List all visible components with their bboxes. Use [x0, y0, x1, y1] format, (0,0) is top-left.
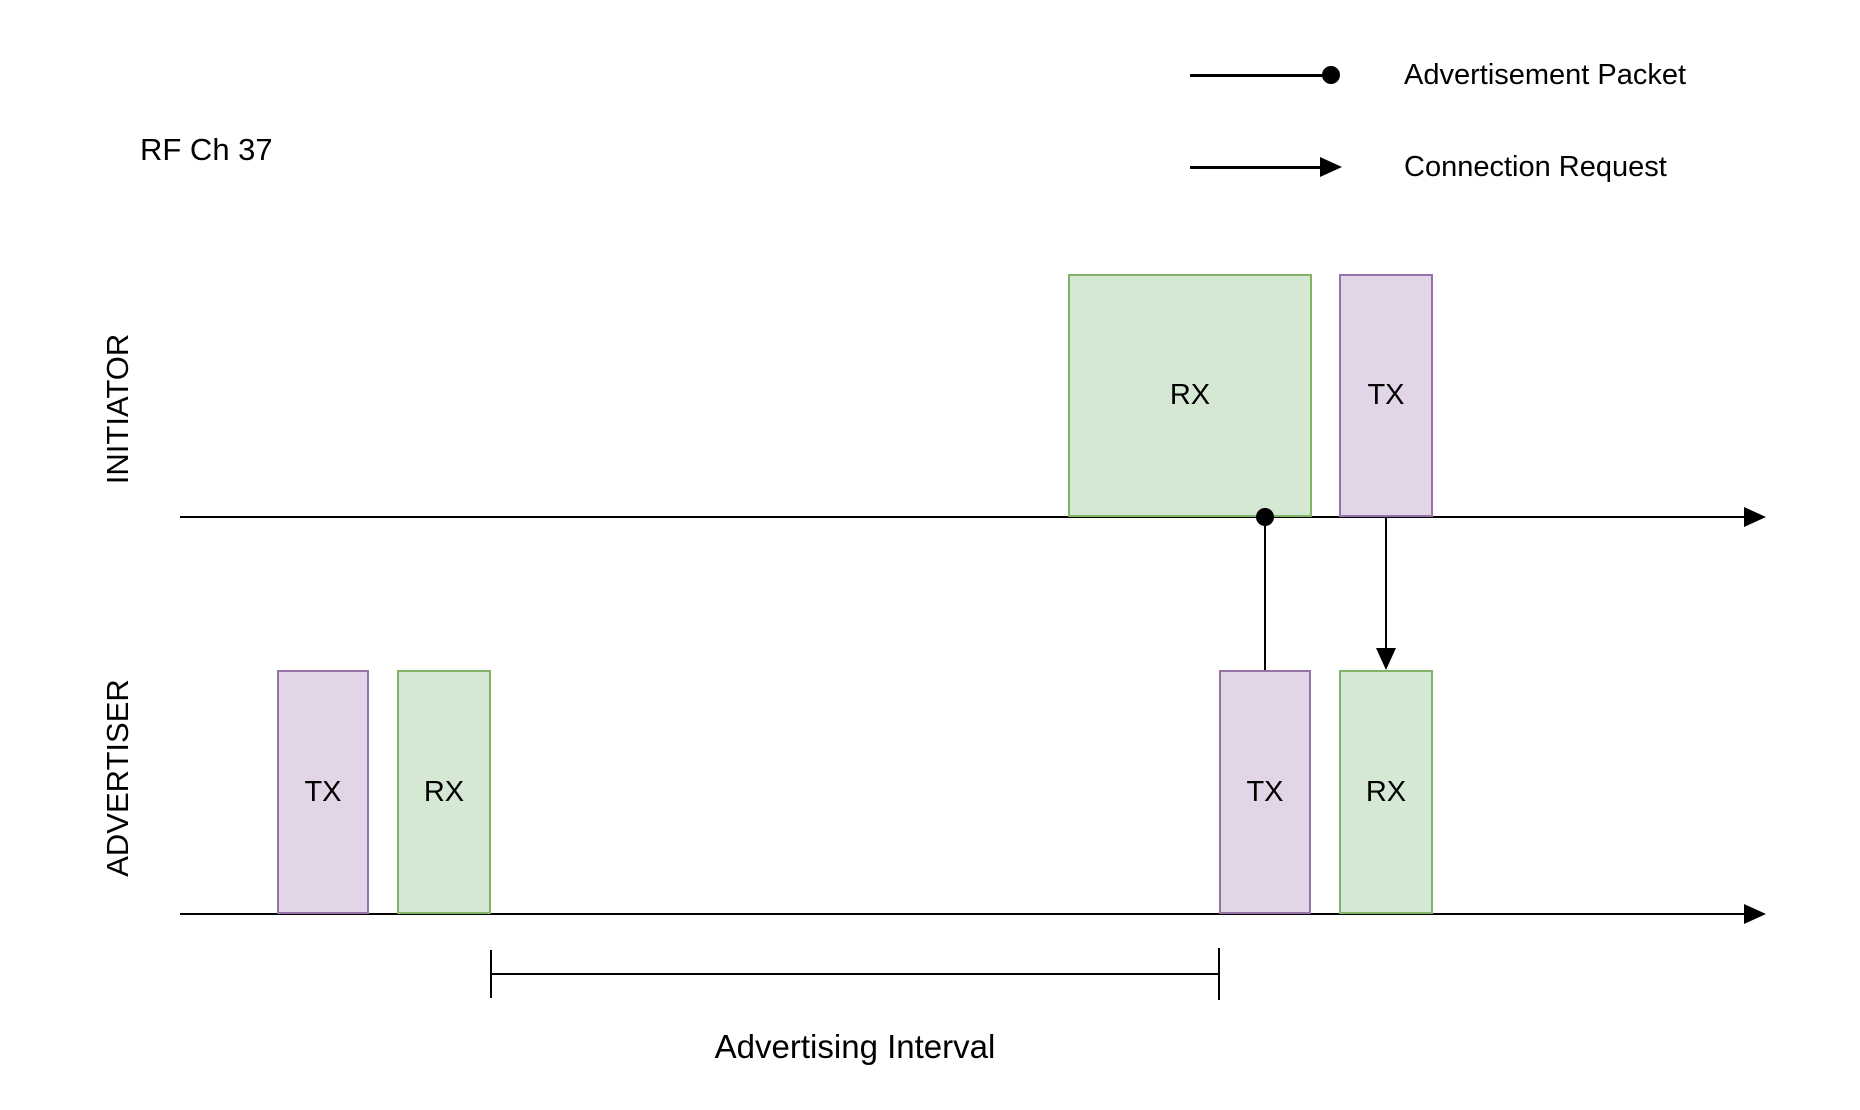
advertiser-rx-box-2: RX	[1339, 670, 1433, 914]
connection-request-connector	[1385, 517, 1387, 650]
advertisement-packet-connector	[1264, 517, 1266, 670]
advertiser-tx-box-1: TX	[277, 670, 369, 914]
advertisement-packet-line-glyph	[1190, 73, 1324, 77]
advertising-interval-line	[491, 973, 1219, 975]
connection-request-arrowhead-glyph	[1320, 157, 1342, 177]
advertising-interval-right-tick	[1218, 948, 1220, 1000]
advertiser-tx-box-1-label: TX	[304, 775, 342, 808]
advertiser-timeline	[180, 913, 1748, 915]
initiator-tx-box: TX	[1339, 274, 1433, 517]
rf-channel-label: RF Ch 37	[140, 132, 273, 167]
connection-request-label: Connection Request	[1404, 150, 1667, 183]
legend-item-connection-request: Connection Request	[1190, 137, 1686, 197]
advertiser-rx-box-2-label: RX	[1365, 775, 1407, 808]
initiator-timeline-arrowhead-icon	[1744, 507, 1766, 527]
connection-request-arrowhead-icon	[1376, 648, 1396, 670]
advertiser-timeline-arrowhead-icon	[1744, 904, 1766, 924]
advertisement-packet-icon	[1190, 66, 1342, 84]
advertiser-tx-box-2-label: TX	[1246, 775, 1284, 808]
advertisement-packet-label: Advertisement Packet	[1404, 58, 1687, 91]
initiator-timeline	[180, 516, 1748, 518]
advertiser-lane-label: ADVERTISER	[100, 679, 135, 877]
initiator-rx-box-label: RX	[1169, 379, 1211, 411]
connection-request-line-glyph	[1190, 165, 1322, 169]
advertising-interval-left-tick	[490, 950, 492, 998]
connection-request-icon	[1190, 157, 1342, 177]
advertiser-rx-box-1-label: RX	[423, 775, 465, 808]
initiator-tx-box-label: TX	[1367, 379, 1405, 411]
advertiser-rx-box-1: RX	[397, 670, 491, 914]
advertiser-tx-box-2: TX	[1219, 670, 1311, 914]
initiator-lane-label: INITIATOR	[100, 333, 135, 485]
legend: Advertisement Packet Connection Request	[1190, 45, 1686, 197]
legend-item-advertisement-packet: Advertisement Packet	[1190, 45, 1686, 105]
advertisement-packet-dot	[1256, 508, 1274, 526]
initiator-rx-box: RX	[1068, 274, 1312, 517]
advertising-interval-label: Advertising Interval	[714, 1028, 996, 1065]
advertisement-packet-dot-glyph	[1322, 66, 1340, 84]
